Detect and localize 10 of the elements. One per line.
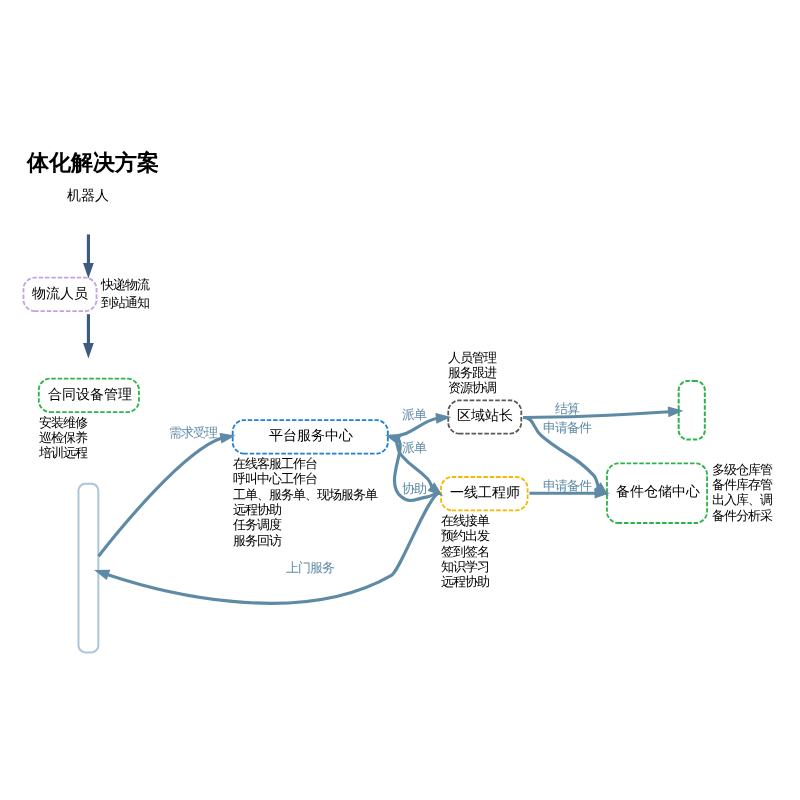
arrow [97, 431, 236, 557]
arrow [83, 313, 94, 358]
arrow [94, 490, 441, 604]
diagram-title: 体化解决方案 [27, 148, 160, 175]
arrow [529, 486, 610, 498]
arrow [389, 412, 452, 437]
node-box [677, 378, 706, 440]
node-box [77, 481, 100, 653]
arrow [523, 405, 684, 419]
arrow [83, 233, 94, 278]
